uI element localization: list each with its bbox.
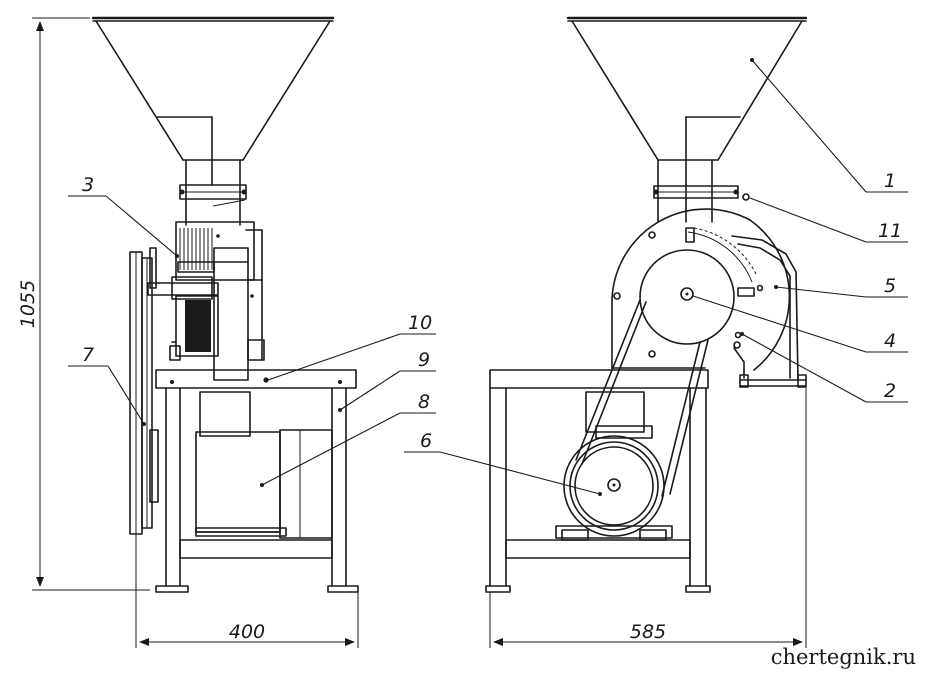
front-motor	[555, 391, 673, 541]
front-belts	[575, 299, 709, 497]
part-label-2: 2	[884, 380, 896, 402]
side-crusher	[147, 221, 265, 381]
side-pulley-belt	[129, 247, 159, 535]
leader-lines	[68, 58, 908, 496]
front-hopper	[566, 16, 808, 161]
part-label-7: 7	[82, 344, 94, 366]
watermark: chertegnik.ru	[771, 645, 916, 669]
dimension-width-side-text: 400	[229, 621, 265, 643]
side-hopper	[91, 16, 335, 161]
dimension-width-front-text: 585	[630, 621, 666, 643]
side-neck	[179, 116, 247, 226]
part-label-10: 10	[408, 312, 432, 334]
part-label-1: 1	[884, 170, 896, 192]
rotor-hammers	[177, 228, 215, 273]
part-label-3: 3	[82, 174, 94, 196]
front-pulley-large	[639, 249, 735, 345]
side-frame	[155, 369, 359, 593]
part-label-4: 4	[884, 330, 896, 352]
dimension-width-front	[489, 388, 807, 648]
front-view	[485, 16, 808, 593]
side-motor	[195, 391, 333, 539]
part-label-5: 5	[884, 275, 896, 297]
side-view	[91, 16, 359, 593]
part-label-11: 11	[878, 220, 902, 242]
front-frame	[485, 369, 711, 593]
front-neck	[653, 116, 750, 223]
part-label-8: 8	[418, 391, 430, 413]
dimension-width-side	[135, 534, 359, 648]
part-label-6: 6	[420, 430, 432, 452]
part-label-9: 9	[418, 349, 430, 371]
front-cover	[731, 235, 807, 388]
dimension-height	[32, 17, 150, 591]
dimension-height-text: 1055	[17, 280, 39, 328]
